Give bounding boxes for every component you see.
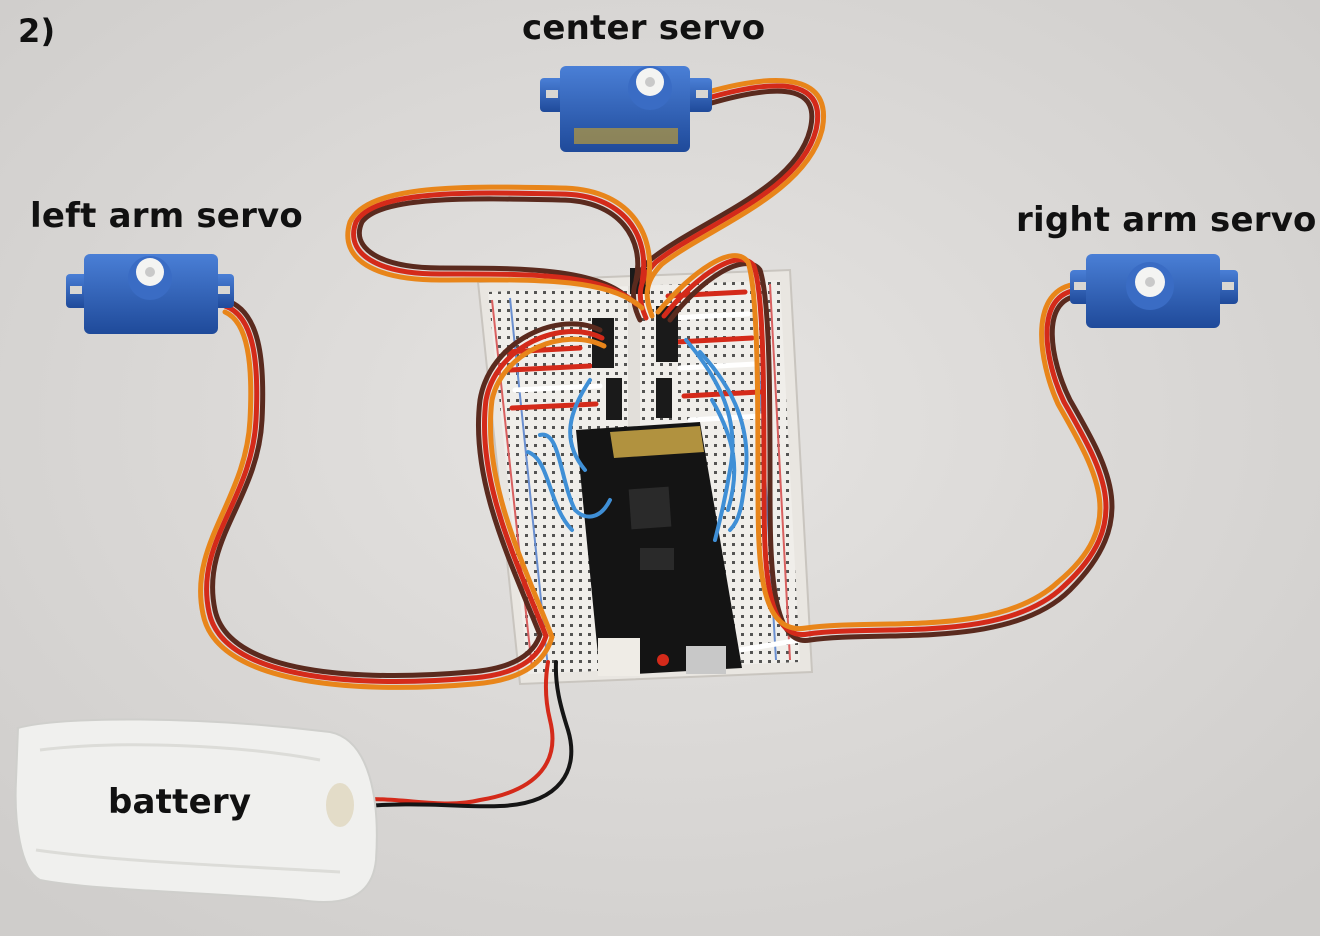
battery-pack xyxy=(14,718,378,903)
esp32-board xyxy=(576,422,742,676)
left-arm-servo-label: left arm servo xyxy=(30,196,303,236)
right-arm-servo-label: right arm servo xyxy=(1016,200,1317,240)
right-servo-cable xyxy=(655,253,1115,643)
battery-label: battery xyxy=(108,782,252,822)
center-servo xyxy=(540,66,712,152)
step-label: 2) xyxy=(18,12,56,50)
center-servo-label: center servo xyxy=(522,8,766,48)
loop-cable xyxy=(345,184,653,311)
right-arm-servo xyxy=(1070,254,1238,328)
battery-leads xyxy=(338,660,574,810)
blue-jumpers xyxy=(526,338,749,542)
left-servo-cable xyxy=(198,297,607,690)
left-arm-servo xyxy=(66,254,234,334)
